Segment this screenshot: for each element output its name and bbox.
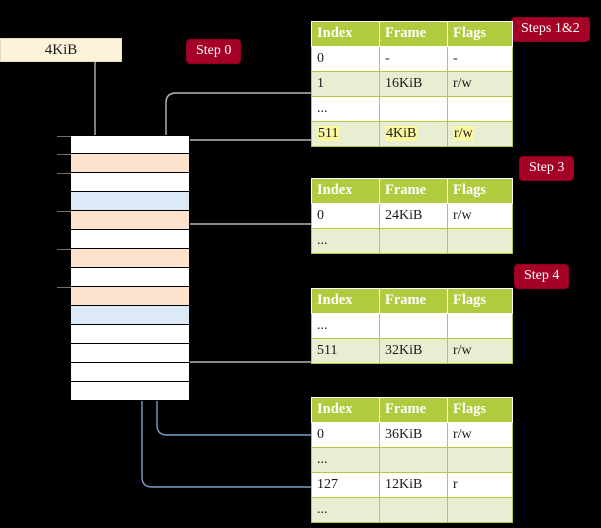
cell-flags: r/w: [447, 338, 513, 364]
connector-memory-to-level3: [176, 223, 311, 256]
memory-frame-row: [70, 344, 190, 363]
source-frame-label: 4KiB: [44, 42, 78, 58]
table-row: ...: [311, 447, 513, 473]
cell-flags: r/w: [447, 203, 513, 229]
memory-frame-row: [70, 268, 190, 287]
cell-frame: [379, 96, 448, 122]
memory-frame-row: [57, 287, 190, 306]
cell-flags: [447, 497, 513, 523]
column-header-index: Index: [311, 397, 380, 423]
column-header-flags: Flags: [447, 288, 513, 314]
highlighted-value: 4KiB: [385, 125, 418, 141]
cell-frame: [379, 497, 448, 523]
cell-index: 511: [311, 121, 380, 147]
cell-flags: r/w: [447, 71, 513, 97]
cell-index: ...: [311, 313, 380, 339]
cell-index: ...: [311, 96, 380, 122]
memory-frame-row: [70, 363, 190, 382]
column-header-frame: Frame: [379, 21, 448, 47]
memory-frame-row: [70, 382, 190, 401]
cell-index: 0: [311, 422, 380, 448]
column-header-flags: Flags: [447, 178, 513, 204]
highlighted-value: r/w: [453, 125, 474, 141]
memory-frame-tick: [57, 136, 71, 137]
memory-frame-row: [57, 173, 190, 192]
badge-step-3: Step 3: [520, 157, 574, 180]
cell-frame: -: [379, 46, 448, 72]
cell-frame: 36KiB: [379, 422, 448, 448]
source-frame-box: 4KiB: [0, 38, 122, 62]
cell-index: 0: [311, 46, 380, 72]
column-header-flags: Flags: [447, 397, 513, 423]
cell-flags: [447, 313, 513, 339]
memory-frame-tick: [57, 154, 71, 155]
cell-flags: [447, 447, 513, 473]
cell-index: ...: [311, 228, 380, 254]
cell-frame: [379, 313, 448, 339]
cell-flags: r/w: [447, 121, 513, 147]
table-row: ...: [311, 228, 513, 254]
memory-frame-row: [57, 249, 190, 268]
memory-frame-row: [70, 325, 190, 344]
cell-flags: r/w: [447, 422, 513, 448]
cell-frame: [379, 228, 448, 254]
memory-frame-row: [57, 135, 190, 154]
memory-frame-tick: [57, 211, 71, 212]
memory-frame-tick: [57, 173, 71, 174]
table-row: 0--: [311, 46, 513, 72]
cell-flags: -: [447, 46, 513, 72]
column-header-flags: Flags: [447, 21, 513, 47]
column-header-index: Index: [311, 178, 380, 204]
cell-index: 511: [311, 338, 380, 364]
cell-frame: 4KiB: [379, 121, 448, 147]
cell-frame: 12KiB: [379, 472, 448, 498]
connector-memory-to-level2: [167, 309, 311, 363]
column-header-frame: Frame: [379, 397, 448, 423]
cell-index: 1: [311, 71, 380, 97]
column-header-index: Index: [311, 21, 380, 47]
column-header-index: Index: [311, 288, 380, 314]
highlighted-value: 511: [317, 125, 340, 141]
memory-frame-row: [57, 154, 190, 173]
cell-flags: r: [447, 472, 513, 498]
memory-frame-row: [57, 211, 190, 230]
cell-index: ...: [311, 447, 380, 473]
badge-step-4: Step 4: [515, 265, 569, 288]
physical-memory-column: [57, 135, 190, 401]
cell-flags: [447, 96, 513, 122]
table-row: 511 4KiB r/w: [311, 121, 513, 147]
cell-index: ...: [311, 497, 380, 523]
cell-flags: [447, 228, 513, 254]
cell-frame: 32KiB: [379, 338, 448, 364]
table-row: ...: [311, 497, 513, 523]
badge-step-0: Step 0: [187, 40, 241, 63]
memory-frame-row: [70, 306, 190, 325]
column-header-frame: Frame: [379, 178, 448, 204]
cell-frame: [379, 447, 448, 473]
table-row: ...: [311, 96, 513, 122]
cell-frame: 24KiB: [379, 203, 448, 229]
memory-frame-tick: [57, 249, 71, 250]
memory-frame-row: [70, 192, 190, 211]
cell-index: 0: [311, 203, 380, 229]
column-header-frame: Frame: [379, 288, 448, 314]
memory-frame-tick: [57, 287, 71, 288]
cell-frame: 16KiB: [379, 71, 448, 97]
table-row: ...: [311, 313, 513, 339]
badge-steps-1-2: Steps 1&2: [512, 18, 589, 41]
cell-index: 127: [311, 472, 380, 498]
memory-frame-row: [70, 230, 190, 249]
